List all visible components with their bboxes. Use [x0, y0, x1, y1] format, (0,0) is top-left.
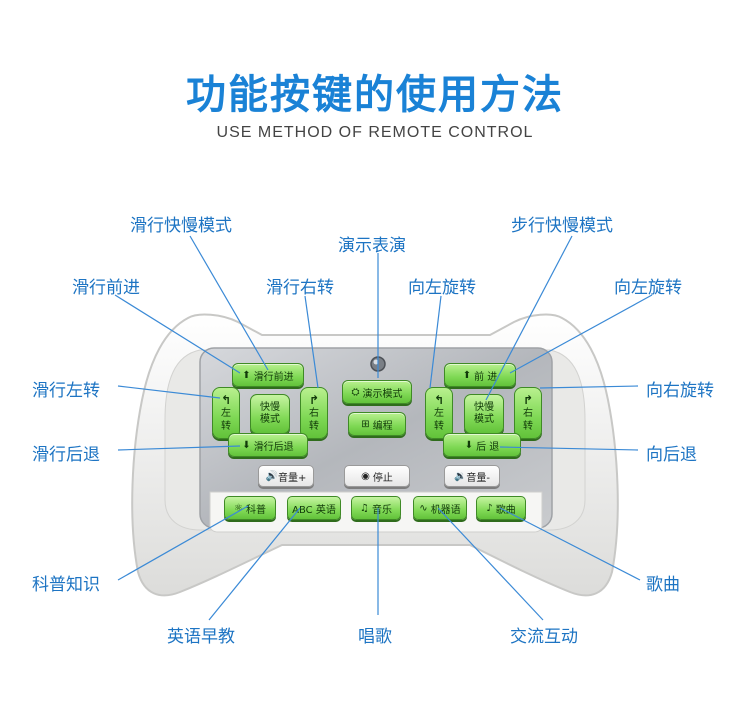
right-speed-mode-button[interactable]: 快慢模式 [464, 394, 504, 434]
left-turn-right-button[interactable]: ↱ 右 转 [300, 387, 328, 439]
callout-demo-show: 演示表演 [338, 236, 406, 256]
right-turn-right-label-2: 转 [523, 420, 533, 432]
left-backward-button[interactable]: ⬇滑行后退 [228, 433, 308, 457]
arrow-down-icon: ⬇ [242, 439, 251, 451]
left-turn-left-button[interactable]: ↰ 左 转 [212, 387, 240, 439]
science-button[interactable]: ⚛科普 [224, 496, 276, 520]
song-label: 歌曲 [495, 504, 516, 516]
program-label: 编程 [372, 420, 393, 432]
arrow-up-icon: ⬆ [462, 369, 472, 381]
callout-interaction: 交流互动 [510, 627, 578, 647]
arrow-up-icon: ⬆ [242, 369, 251, 381]
callout-rotate-right: 向右旋转 [646, 381, 714, 401]
page-subtitle: USE METHOD OF REMOTE CONTROL [216, 124, 534, 141]
callout-science: 科普知识 [32, 575, 100, 595]
english-button[interactable]: ABC 英语 [287, 496, 341, 520]
turn-left-arrow-icon: ↰ [220, 392, 232, 407]
demo-mode-button[interactable]: ⛭演示模式 [342, 380, 412, 404]
program-icon: ⊞ [361, 418, 370, 430]
callout-glide-forward: 滑行前进 [72, 278, 140, 298]
right-speed-label-2: 模式 [474, 414, 494, 425]
callout-english-edu: 英语早教 [167, 627, 235, 647]
music-label: 音乐 [371, 504, 392, 516]
left-forward-button[interactable]: ⬆滑行前进 [232, 363, 304, 387]
speaker-icon: 🔉 [453, 470, 467, 482]
left-turn-right-label-2: 转 [309, 420, 319, 432]
atom-icon: ⚛ [234, 502, 243, 514]
demo-mode-label: 演示模式 [362, 388, 403, 400]
right-backward-label: 后 退 [476, 441, 500, 453]
callout-step-backward: 向后退 [646, 445, 697, 465]
film-reel-icon: ⛭ [351, 386, 360, 398]
program-button[interactable]: ⊞编程 [348, 412, 406, 436]
callout-glide-turn-left: 滑行左转 [32, 381, 100, 401]
left-speed-label-1: 快慢 [260, 402, 280, 413]
right-speed-label-1: 快慢 [474, 402, 494, 413]
turn-right-arrow-icon: ↱ [522, 392, 534, 407]
callout-song: 歌曲 [646, 575, 680, 595]
callout-glide-turn-right: 滑行右转 [266, 278, 334, 298]
callout-rotate-left-center: 向左旋转 [408, 278, 476, 298]
page-title: 功能按键的使用方法 [186, 72, 564, 118]
english-label: ABC 英语 [292, 504, 336, 516]
stop-button[interactable]: ◉停止 [344, 465, 410, 487]
callout-rotate-left-right: 向左旋转 [614, 278, 682, 298]
music-button[interactable]: ♫音乐 [351, 496, 401, 520]
volume-up-label: 音量+ [278, 472, 307, 484]
callout-sing: 唱歌 [358, 627, 392, 647]
volume-down-label: 音量- [466, 472, 491, 484]
right-turn-left-label-1: 左 [434, 407, 444, 419]
left-turn-right-label-1: 右 [309, 407, 319, 419]
right-forward-label: 前 进 [474, 371, 498, 383]
arrow-down-icon: ⬇ [464, 439, 474, 451]
music-note-icon: ♪ [486, 502, 493, 514]
right-turn-left-button[interactable]: ↰ 左 转 [425, 387, 453, 439]
volume-down-button[interactable]: 🔉音量- [444, 465, 500, 487]
left-speed-mode-button[interactable]: 快慢模式 [250, 394, 290, 434]
left-turn-left-label-2: 转 [221, 420, 231, 432]
right-backward-button[interactable]: ⬇后 退 [443, 433, 521, 457]
callout-glide-speed-mode: 滑行快慢模式 [130, 216, 232, 236]
waveform-icon: ∿ [419, 502, 428, 514]
right-turn-right-label-1: 右 [523, 407, 533, 419]
stop-icon: ◉ [361, 470, 370, 482]
stop-label: 停止 [372, 472, 393, 484]
science-label: 科普 [245, 504, 266, 516]
robot-language-label: 机器语 [430, 504, 461, 516]
left-turn-left-label-1: 左 [221, 407, 231, 419]
turn-left-arrow-icon: ↰ [433, 392, 445, 407]
music-note-icon: ♫ [360, 502, 369, 514]
robot-language-button[interactable]: ∿机器语 [413, 496, 467, 520]
turn-right-arrow-icon: ↱ [308, 392, 320, 407]
left-backward-label: 滑行后退 [253, 441, 294, 453]
left-forward-label: 滑行前进 [253, 371, 294, 383]
callout-glide-backward: 滑行后退 [32, 445, 100, 465]
right-forward-button[interactable]: ⬆前 进 [444, 363, 516, 387]
speaker-icon: 🔊 [265, 470, 279, 482]
left-speed-label-2: 模式 [260, 414, 280, 425]
volume-up-button[interactable]: 🔊音量+ [258, 465, 314, 487]
right-turn-right-button[interactable]: ↱ 右 转 [514, 387, 542, 439]
callout-step-speed-mode: 步行快慢模式 [511, 216, 613, 236]
right-turn-left-label-2: 转 [434, 420, 444, 432]
